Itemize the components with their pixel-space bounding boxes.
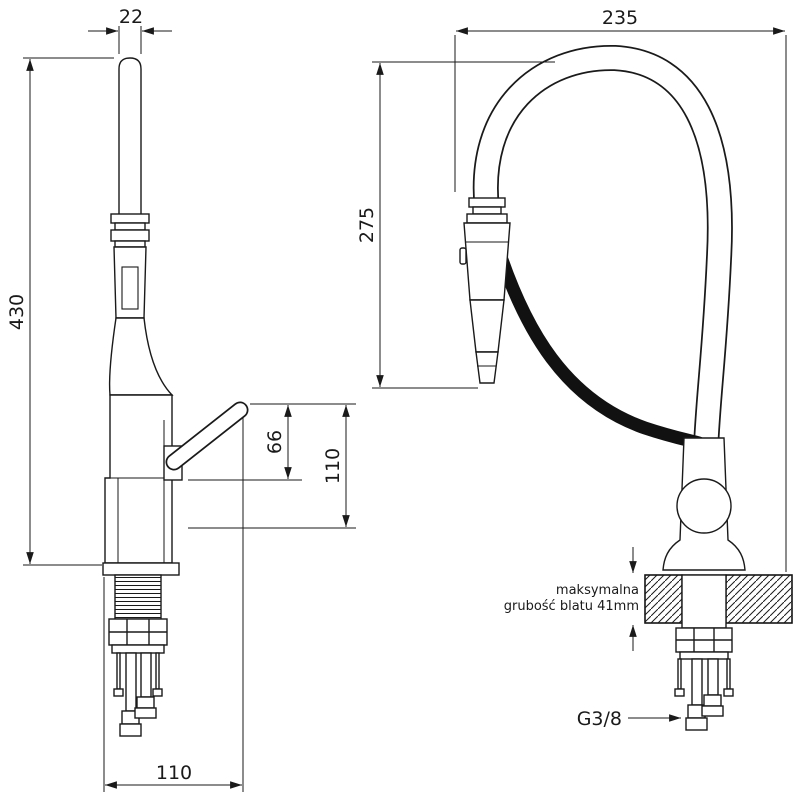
dim-label-spout-width: 22 xyxy=(119,6,143,28)
dim-base-width: 110 xyxy=(103,418,244,792)
left-faucet xyxy=(102,57,249,737)
mounting-nut xyxy=(108,618,168,654)
upper-body xyxy=(113,246,147,319)
dim-outlet-height: 110 xyxy=(188,405,356,529)
spray-head xyxy=(459,197,511,384)
spray-button xyxy=(459,247,467,265)
gooseneck-spout xyxy=(472,44,733,461)
right-dimensions: 235 275 maksymalna grubość blatu 41mm G3… xyxy=(356,7,787,730)
right-mounting-nut xyxy=(675,627,733,660)
right-faucet xyxy=(459,44,793,731)
dim-label-hose-thread: G3/8 xyxy=(577,708,622,730)
dim-hose-thread: G3/8 xyxy=(577,708,681,730)
body-window xyxy=(121,266,139,310)
counter-thickness: maksymalna grubość blatu 41mm xyxy=(504,547,639,651)
counter-note-line1: maksymalna xyxy=(556,583,639,598)
countertop xyxy=(644,574,793,629)
spout-tube xyxy=(118,57,142,217)
dim-label-base-width: 110 xyxy=(156,762,192,784)
aerator-rings xyxy=(110,213,150,248)
main-body xyxy=(104,394,173,564)
body-flare xyxy=(108,317,174,396)
base-flange xyxy=(102,562,180,576)
left-dimensions: 22 430 66 110 xyxy=(6,6,356,792)
dim-label-handle-height: 66 xyxy=(264,430,286,454)
dim-total-width: 235 xyxy=(454,7,787,572)
left-view: 22 430 66 110 xyxy=(6,6,356,792)
flexible-hose xyxy=(491,241,706,450)
shank-through-counter xyxy=(681,574,727,629)
dim-spout-width: 22 xyxy=(88,6,172,54)
mounting-studs xyxy=(113,652,163,697)
supply-hoses xyxy=(119,652,157,737)
body-ring xyxy=(676,478,732,534)
threaded-shank xyxy=(114,574,162,620)
right-supply-hoses xyxy=(685,658,724,731)
right-mounting-studs xyxy=(674,658,734,697)
right-view: 235 275 maksymalna grubość blatu 41mm G3… xyxy=(356,7,793,731)
dim-handle-height: 66 xyxy=(188,403,356,481)
handle-lever xyxy=(165,401,249,471)
dim-spout-clearance: 275 xyxy=(356,61,555,389)
dim-label-spout-clearance: 275 xyxy=(356,207,378,243)
dim-label-total-width: 235 xyxy=(602,7,638,29)
dim-label-outlet-height: 110 xyxy=(322,448,344,484)
dim-label-total-height: 430 xyxy=(6,294,28,330)
counter-note-line2: grubość blatu 41mm xyxy=(504,599,639,614)
dim-total-height: 430 xyxy=(6,57,114,566)
